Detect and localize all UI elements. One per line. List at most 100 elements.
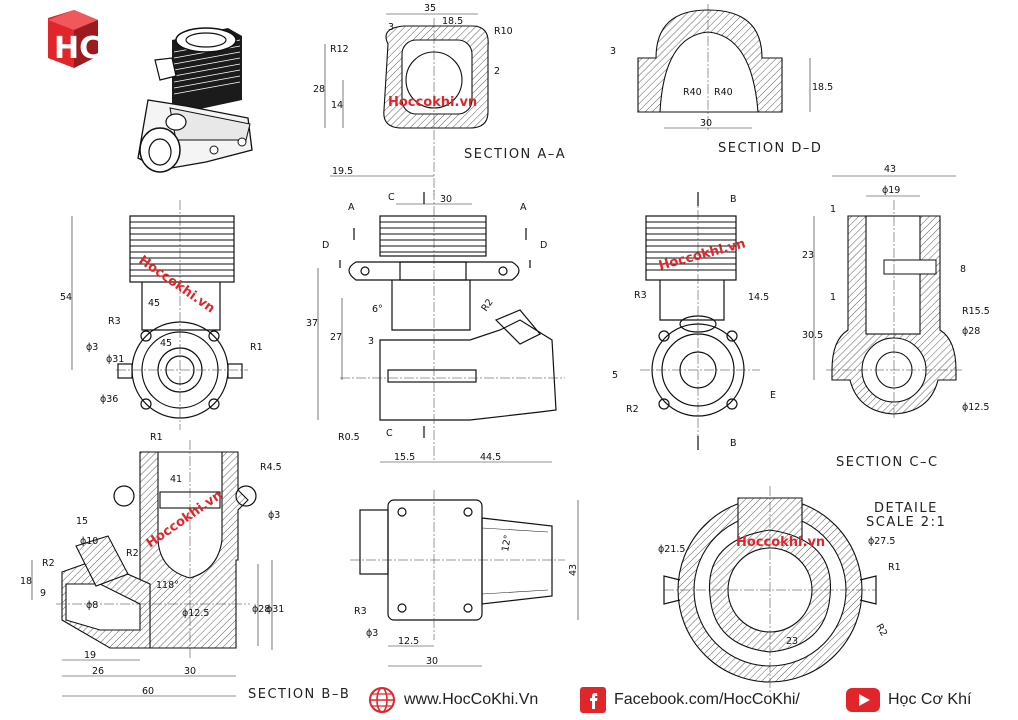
dim-cc-30-5: 30.5: [802, 330, 823, 341]
dim-bb-d10: ϕ10: [80, 536, 98, 547]
dim-aa-35: 35: [424, 3, 436, 14]
dim-cc-d12-5: ϕ12.5: [962, 402, 989, 413]
youtube-icon: [846, 688, 880, 712]
brand-logo: HC: [48, 10, 101, 68]
dim-bb-18: 18: [20, 576, 32, 587]
footer-facebook[interactable]: Facebook.com/HocCoKhi/: [580, 684, 800, 716]
footer-youtube-text: Học Cơ Khí: [888, 691, 972, 708]
dim-bottom-43: 43: [568, 564, 579, 576]
footer-website[interactable]: www.HocCoKhi.Vn: [368, 684, 538, 716]
cut-label-b-bottom: B: [730, 438, 737, 449]
dim-cc-1-bottom: 1: [830, 292, 836, 303]
dim-bb-60: 60: [142, 686, 154, 697]
section-bb-view: 41 R4.5 ϕ3 15 ϕ10 R2 R2 18 9 ϕ8 118° ϕ12…: [20, 440, 350, 702]
cut-label-a-right: A: [520, 202, 527, 213]
dim-dd-18-5: 18.5: [812, 82, 833, 93]
dim-bb-19: 19: [84, 650, 96, 661]
dim-bb-41: 41: [170, 474, 182, 485]
dim-bb-30: 30: [184, 666, 196, 677]
dim-bb-r4-5: R4.5: [260, 462, 282, 473]
dim-dd-3: 3: [610, 46, 616, 57]
dim-aa-18-5: 18.5: [442, 16, 463, 27]
facebook-icon: [580, 687, 606, 713]
cut-label-c-top: C: [388, 192, 395, 203]
cut-label-b-top: B: [730, 194, 737, 205]
cut-label-a-left: A: [348, 202, 355, 213]
dim-left-45b: 45: [160, 338, 172, 349]
dim-detail-r1: R1: [888, 562, 901, 573]
dim-bb-15: 15: [76, 516, 88, 527]
dim-right-r2: R2: [626, 404, 639, 415]
section-aa-view: 35 18.5 R12 R10 3 28 14 2 Hoccokhi.vn SE…: [313, 3, 566, 195]
watermark-aa: Hoccokhi.vn: [388, 95, 477, 110]
cut-label-d-left: D: [322, 240, 329, 251]
title-section-aa: SECTION A–A: [464, 147, 566, 162]
dim-right-r3: R3: [634, 290, 647, 301]
dim-detail-d21-5: ϕ21.5: [658, 544, 685, 555]
footer-youtube[interactable]: Học Cơ Khí: [846, 684, 971, 716]
dim-aa-14: 14: [331, 100, 343, 111]
dim-detail-r2: R2: [873, 622, 889, 638]
watermark-detail: Hoccokhi.vn: [736, 535, 825, 550]
detail-scale-view: ϕ21.5 ϕ27.5 R1 R2 23 Hoccokhi.vn DETAILE…: [658, 486, 946, 692]
dim-center-30: 30: [440, 194, 452, 205]
title-section-dd: SECTION D–D: [718, 141, 822, 156]
dim-left-d3: ϕ3: [86, 342, 98, 353]
dim-bb-r2-left: R2: [42, 558, 55, 569]
title-detail-scale: SCALE 2:1: [866, 515, 946, 530]
dim-bottom-12deg: 12°: [500, 534, 514, 552]
title-section-bb: SECTION B–B: [248, 687, 350, 702]
dim-cc-8: 8: [960, 264, 966, 275]
dim-right-14-5: 14.5: [748, 292, 769, 303]
cut-label-d-right: D: [540, 240, 547, 251]
title-detail: DETAILE: [874, 501, 938, 516]
cut-label-e: E: [770, 390, 776, 401]
dim-aa-r12: R12: [330, 44, 349, 55]
brand-logo-text: HC: [54, 31, 101, 66]
footer-facebook-text: Facebook.com/HocCoKhi/: [614, 691, 800, 708]
bottom-view: 12° 43 R3 ϕ3 12.5 30: [350, 490, 579, 667]
dim-left-45: 45: [148, 298, 160, 309]
dim-dd-30: 30: [700, 118, 712, 129]
title-section-cc: SECTION C–C: [836, 455, 939, 470]
dim-bottom-d3: ϕ3: [366, 628, 378, 639]
isometric-view: [137, 27, 253, 173]
dim-bb-d28: ϕ28: [252, 604, 270, 615]
dim-cc-d19: ϕ19: [882, 185, 900, 196]
cut-marks-center: C A A D D C: [322, 192, 547, 439]
right-side-view: R3 14.5 5 R2 E B B Hoccokhi.vn: [612, 192, 776, 450]
dim-cc-1-top: 1: [830, 204, 836, 215]
dim-center-3: 3: [368, 336, 374, 347]
dim-aa-3: 3: [388, 22, 394, 33]
dim-cc-r15-5: R15.5: [962, 306, 990, 317]
dim-left-r3: R3: [108, 316, 121, 327]
dim-right-5: 5: [612, 370, 618, 381]
dim-center-37: 37: [306, 318, 318, 329]
dim-bb-d8: ϕ8: [86, 600, 98, 611]
dim-aa-28: 28: [313, 84, 325, 95]
dim-bb-9: 9: [40, 588, 46, 599]
dim-left-d31: ϕ31: [106, 354, 124, 365]
dim-bb-d12-5: ϕ12.5: [182, 608, 209, 619]
dim-left-54: 54: [60, 292, 72, 303]
dim-cc-d28: ϕ28: [962, 326, 980, 337]
dim-dd-r40-left: R40: [683, 87, 702, 98]
dim-center-6deg: 6°: [372, 304, 383, 315]
section-cc-view: 43 ϕ19 1 23 8 1 30.5 R15.5 ϕ28 ϕ12.5 SEC…: [802, 164, 990, 470]
dim-center-19-5: 19.5: [332, 166, 353, 177]
footer-website-text: www.HocCoKhi.Vn: [404, 691, 539, 708]
dim-cc-43: 43: [884, 164, 896, 175]
dim-center-r2: R2: [479, 297, 495, 314]
dim-bb-d31: ϕ31: [266, 604, 284, 615]
dim-center-15-5: 15.5: [394, 452, 415, 463]
globe-icon: [369, 687, 395, 713]
dim-bottom-r3: R3: [354, 606, 367, 617]
dim-bb-r2-right: R2: [126, 548, 139, 559]
dim-detail-23: 23: [786, 636, 798, 647]
dim-bottom-30: 30: [426, 656, 438, 667]
dim-bb-26: 26: [92, 666, 104, 677]
dim-center-27: 27: [330, 332, 342, 343]
dim-aa-r10: R10: [494, 26, 513, 37]
dim-left-d36: ϕ36: [100, 394, 118, 405]
